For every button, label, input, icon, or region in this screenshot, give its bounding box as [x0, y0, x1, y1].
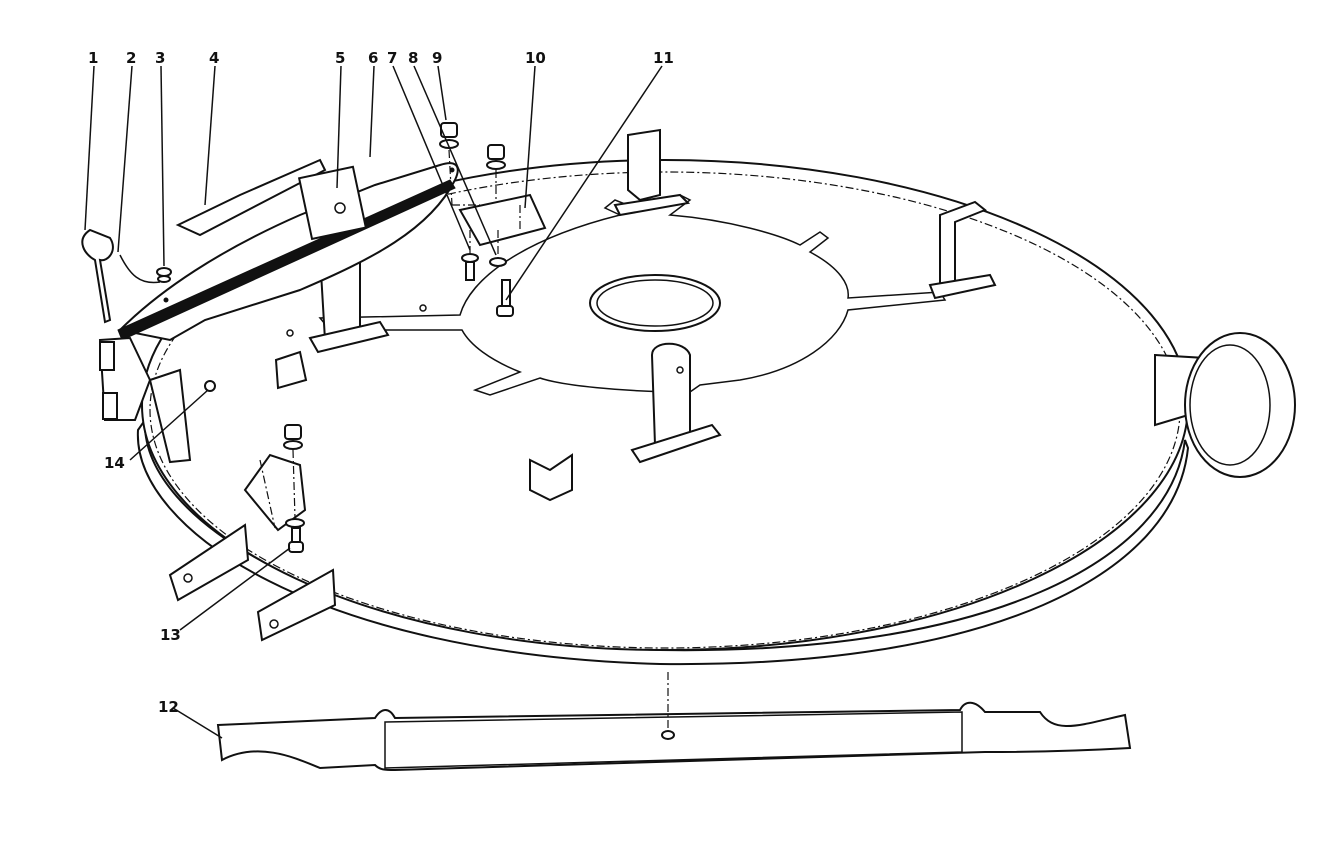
callout-11: 11 — [653, 49, 674, 67]
hairpin-cotter — [81, 228, 114, 324]
bracket-front — [630, 342, 722, 464]
adjuster-plate — [458, 193, 547, 247]
callout-14: 14 — [104, 454, 125, 472]
chute-guard — [175, 158, 327, 237]
bolt-7 — [465, 261, 475, 281]
leader-lines — [84, 65, 663, 739]
hardware — [81, 122, 547, 553]
callout-3: 3 — [155, 49, 165, 67]
blade-center-hole — [661, 730, 675, 740]
spindle-opening-inner — [596, 279, 714, 327]
mower-deck — [136, 128, 1296, 666]
nut-left — [284, 424, 302, 440]
nut-right — [487, 144, 505, 160]
assembly-lines — [259, 149, 669, 728]
wheel-hub — [1189, 344, 1271, 466]
callout-5: 5 — [335, 49, 345, 67]
spring — [119, 254, 161, 284]
spindle-opening — [589, 274, 721, 332]
callouts: 1 2 3 4 5 6 7 8 9 10 11 12 13 14 — [88, 49, 674, 716]
callout-7: 7 — [387, 49, 397, 67]
callout-1: 1 — [88, 49, 98, 67]
bracket-right — [928, 200, 997, 300]
callout-2: 2 — [126, 49, 136, 67]
bolt-14 — [204, 380, 216, 392]
callout-6: 6 — [368, 49, 378, 67]
bracket-plate-left — [243, 453, 307, 532]
washer-3 — [156, 267, 172, 277]
callout-8: 8 — [408, 49, 418, 67]
callout-12: 12 — [158, 698, 179, 716]
chute-hinge-plate — [148, 368, 192, 464]
callout-10: 10 — [525, 49, 546, 67]
callout-4: 4 — [209, 49, 219, 67]
deck-clip-front — [529, 453, 573, 502]
wheel — [1184, 332, 1296, 478]
chute-pad — [297, 165, 368, 241]
center-plate — [318, 194, 947, 396]
callout-13: 13 — [160, 626, 181, 644]
deck-clip-left — [274, 350, 308, 390]
discharge-chute-assembly — [98, 158, 459, 464]
callout-9: 9 — [432, 49, 442, 67]
bracket-back — [613, 128, 691, 217]
